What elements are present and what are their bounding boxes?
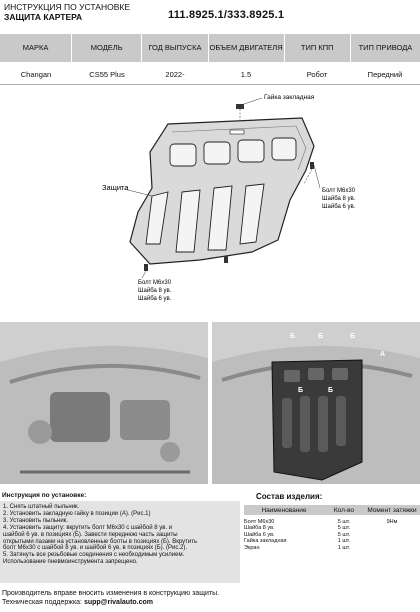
title-line-2: ЗАЩИТА КАРТЕРА (4, 12, 83, 22)
kit-header-cell: Кол-во (333, 506, 355, 514)
bolt-label-left-1: Болт M6x30 (138, 280, 172, 286)
lower-slots (145, 183, 265, 253)
instructions-background (0, 501, 240, 583)
installation-photos: Б Б Б А Б Б (0, 322, 420, 484)
photo-label-b: Б (328, 387, 333, 394)
kit-item-name: Шайба 8 ув. (244, 525, 275, 532)
kit-item-name: Гайка закладная (244, 538, 287, 545)
bottom-bolt-icon (141, 256, 228, 279)
instruction-line: 4. Установить защиту: вкрутить болт M6x3… (3, 524, 173, 531)
kit-item-torque: 9Нм (386, 519, 398, 525)
kit-item-qty: 5 шт. (337, 525, 351, 532)
spec-cell: Changan (20, 69, 52, 79)
kit-header-cell: Момент затяжки (367, 506, 417, 514)
nut-label: Гайка закладная (264, 93, 315, 101)
photo-underbody-installed: Б Б Б А Б Б (212, 322, 420, 484)
instruction-line: 5. Затянуть все резьбовые соединения с н… (3, 552, 185, 559)
kit-row: Экран 1 шт. (244, 545, 420, 551)
spec-table-header: МАРКА МОДЕЛЬ ГОД ВЫПУСКА ОБЪЕМ ДВИГАТЕЛЯ… (0, 34, 420, 62)
top-windows (169, 137, 297, 167)
kit-item-qty: 1 шт. (337, 544, 351, 551)
bolt-label-left-2: Шайба 8 ув. (138, 287, 172, 294)
spec-header-cell: ТИП КПП (285, 34, 351, 62)
kit-item-qty: 5 шт. (337, 519, 351, 525)
kit-row: Гайка закладная 1 шт. (244, 538, 420, 544)
kit-title: Состав изделия: (256, 492, 323, 501)
kit-item-name: Болт M6x30 (244, 519, 275, 525)
instruction-line: открытыми пазами на установленные болты … (3, 538, 198, 545)
footer-disclaimer: Производитель вправе вносить изменения в… (2, 590, 220, 597)
bolt-label-right-3: Шайба 6 ув. (322, 203, 356, 210)
photo-label-b: Б (290, 333, 295, 340)
spec-table-row: Changan CS55 Plus 2022- 1.5 Робот Передн… (0, 64, 420, 85)
insert-nut-icon (236, 97, 263, 122)
shield-label: Защита (102, 183, 129, 192)
photo-label-b: Б (298, 387, 303, 394)
kit-row: Болт M6x30 5 шт. 9Нм (244, 519, 420, 525)
support-prefix: Техническая поддержка: (2, 598, 84, 606)
photo-label-b: Б (350, 333, 355, 340)
kit-item-torque (364, 545, 420, 551)
instruction-line: 2. Установить закладную гайку в позиции … (3, 510, 151, 517)
instruction-line: болт M6x30 с шайбой 8 ув. и шайбой 6 ув.… (3, 545, 188, 552)
footer-support: Техническая поддержка: supp@rivalauto.co… (2, 599, 219, 608)
right-bolt-icon (303, 162, 321, 189)
kit-item-name: Экран (244, 544, 260, 551)
bolt-label-right-1: Болт M6x30 (322, 188, 356, 194)
instructions-title: Инструкция по установке: (2, 492, 87, 499)
instruction-line: 3. Установить пыльник. (3, 517, 68, 524)
photo-label-a: А (380, 351, 385, 358)
spec-cell: CS55 Plus (89, 69, 125, 79)
bolt-label-right-2: Шайба 8 ув. (322, 195, 356, 202)
title-line-1: ИНСТРУКЦИЯ ПО УСТАНОВКЕ (4, 2, 130, 12)
instructions-list: 1. Снять штатный пыльник. 2. Установить … (3, 504, 239, 566)
spec-header-cell: ТИП ПРИВОДА (358, 42, 413, 52)
photo-label-b: Б (318, 333, 323, 340)
spec-header-cell: ГОД ВЫПУСКА (142, 34, 209, 62)
document-title: ИНСТРУКЦИЯ ПО УСТАНОВКЕ ЗАЩИТА КАРТЕРА (4, 2, 130, 22)
kit-row: Шайба 8 ув. 5 шт. (244, 525, 420, 531)
kit-table-header: Наименование Кол-во Момент затяжки (244, 505, 420, 515)
instruction-line: шайбой 6 ув. в позициях (Б). Завести пер… (3, 531, 178, 538)
spec-cell: Передний (367, 69, 403, 79)
spec-cell: 2022- (165, 69, 185, 79)
kit-item-name: Шайба 6 ув. (244, 531, 275, 538)
kit-item-qty: 1 шт. (337, 538, 351, 545)
kit-row: Шайба 6 ув. 5 шт. (244, 532, 420, 538)
kit-item-qty: 5 шт. (337, 531, 351, 538)
skid-plate-drawing: Гайка закладная Защита Болт M6x30 Шайба … (102, 93, 356, 302)
spec-cell: Робот (306, 69, 328, 79)
kit-header-cell: Наименование (261, 506, 307, 514)
spec-header-cell: МАРКА (0, 34, 73, 62)
instruction-line: 1. Снять штатный пыльник. (3, 504, 80, 510)
support-email-link[interactable]: supp@rivalauto.com (83, 598, 154, 606)
footer: Производитель вправе вносить изменения в… (2, 590, 219, 607)
spec-cell: 1.5 (240, 69, 252, 79)
kit-table: Наименование Кол-во Момент затяжки Болт … (244, 505, 420, 551)
instruction-line: Использование пневмоинструмента запрещен… (3, 559, 138, 566)
bolt-label-left-3: Шайба 6 ув. (138, 295, 172, 302)
spec-header-cell: МОДЕЛЬ (72, 34, 143, 62)
photo-underbody-stock (0, 322, 208, 484)
part-number: 111.8925.1/333.8925.1 (168, 9, 285, 21)
spec-header-cell: ОБЪЕМ ДВИГАТЕЛЯ (209, 34, 285, 62)
